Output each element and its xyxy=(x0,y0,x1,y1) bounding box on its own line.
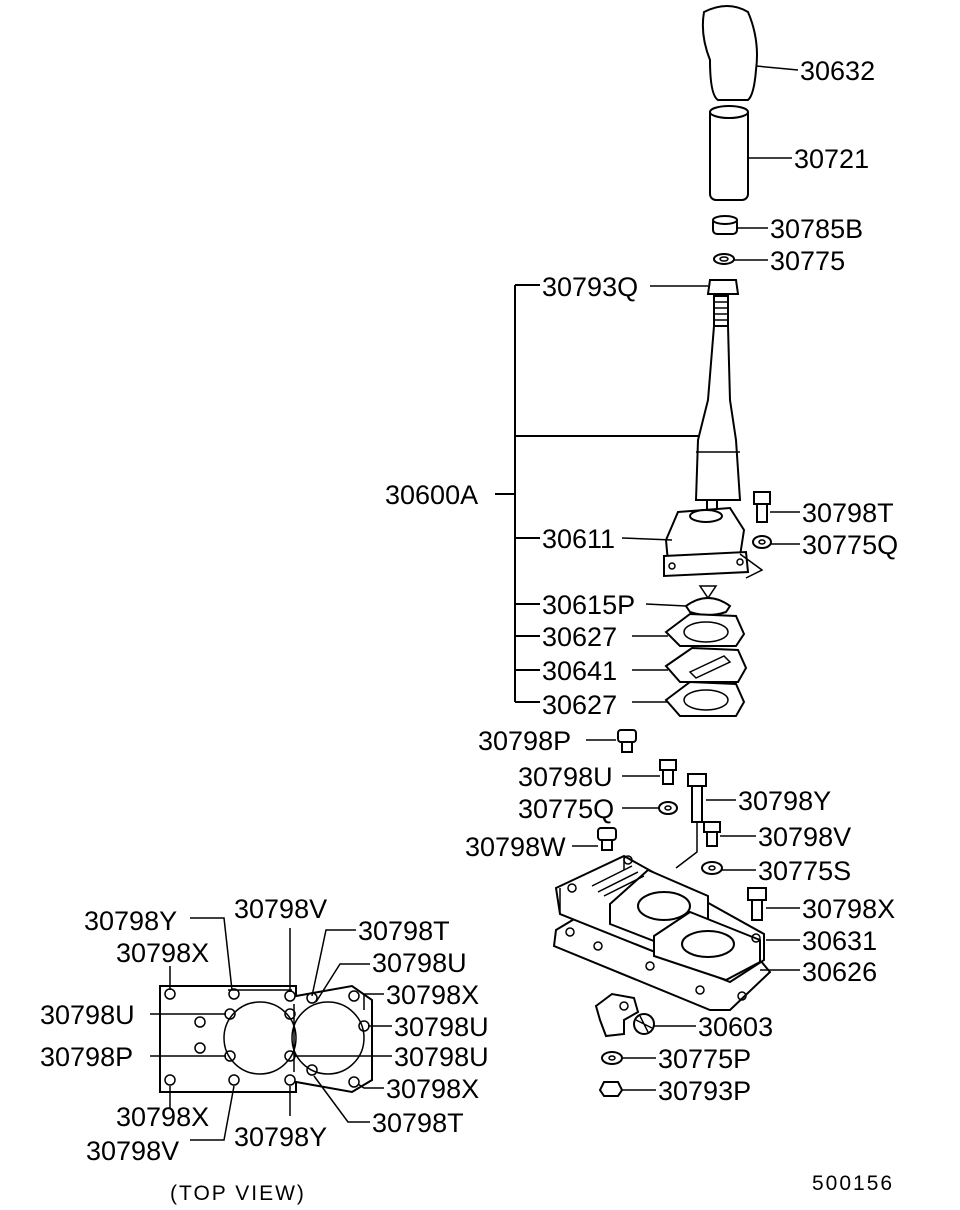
topview-label-y-top: 30798Y xyxy=(84,906,177,936)
label-30798P: 30798P xyxy=(478,726,571,756)
topview-label-x-right-top: 30798X xyxy=(386,980,479,1010)
washer-30775Q-lower xyxy=(622,801,678,815)
diagram-code: 500156 xyxy=(812,1172,894,1195)
top-view-caption: (TOP VIEW) xyxy=(170,1182,306,1205)
bolt-30798W xyxy=(572,827,617,851)
bolt-30798Y xyxy=(675,773,736,869)
topview-label-t-bot: 30798T xyxy=(372,1108,464,1138)
washer-30775S xyxy=(701,861,756,875)
label-30793Q: 30793Q xyxy=(542,272,638,302)
label-30627-lower: 30627 xyxy=(542,690,617,720)
label-30627-upper: 30627 xyxy=(542,622,617,652)
topview-label-x-right-bot: 30798X xyxy=(386,1074,479,1104)
lever-housing-part xyxy=(621,506,764,579)
bracket-30603 xyxy=(594,992,696,1038)
topview-label-x-bot-left: 30798X xyxy=(116,1102,209,1132)
label-30775Q-lower: 30775Q xyxy=(518,794,614,824)
washer-30775P xyxy=(601,1051,656,1065)
label-30798W: 30798W xyxy=(465,832,566,862)
label-30721: 30721 xyxy=(794,144,869,174)
top-view-plate xyxy=(159,984,373,1094)
label-30631: 30631 xyxy=(802,926,877,956)
label-30775S: 30775S xyxy=(758,856,851,886)
top-view-leaders xyxy=(150,917,392,1141)
topview-label-p-left: 30798P xyxy=(40,1042,133,1072)
label-30641: 30641 xyxy=(542,656,617,686)
bolt-30798P xyxy=(586,729,637,753)
topview-label-u-right-top: 30798U xyxy=(372,948,467,978)
topview-label-t-top: 30798T xyxy=(358,916,450,946)
bushing-part xyxy=(712,215,768,235)
label-30603: 30603 xyxy=(698,1012,773,1042)
bolt-30798V xyxy=(703,821,756,847)
label-30798T-upper: 30798T xyxy=(802,498,894,528)
label-30615P: 30615P xyxy=(542,590,635,620)
label-30798Y: 30798Y xyxy=(738,786,831,816)
label-30793P: 30793P xyxy=(658,1076,751,1106)
shift-lever-part xyxy=(694,279,742,513)
knob-sleeve-part xyxy=(709,105,792,201)
label-30775P: 30775P xyxy=(658,1044,751,1074)
bolt-30798X xyxy=(747,887,800,921)
label-30798X: 30798X xyxy=(802,894,895,924)
label-30775: 30775 xyxy=(770,246,845,276)
gasket-30627-lower xyxy=(632,680,746,717)
label-30600A: 30600A xyxy=(385,480,478,510)
label-30785B: 30785B xyxy=(770,214,863,244)
label-30632: 30632 xyxy=(800,56,875,86)
assembly-bracket xyxy=(495,284,708,703)
washer-part xyxy=(713,253,768,265)
gasket-30627-upper xyxy=(632,612,746,647)
label-30798U: 30798U xyxy=(518,762,613,792)
plate-30641 xyxy=(632,646,748,683)
topview-label-u-left: 30798U xyxy=(40,1000,135,1030)
bolt-30798T-upper xyxy=(753,491,800,523)
bolt-30798U xyxy=(622,759,677,785)
shift-case-cover xyxy=(552,854,800,1011)
topview-label-y-bot: 30798Y xyxy=(234,1122,327,1152)
washer-30775Q-upper xyxy=(752,535,800,549)
nut-30793P xyxy=(598,1081,656,1097)
label-30626: 30626 xyxy=(802,957,877,987)
topview-label-x-left: 30798X xyxy=(116,938,209,968)
seal-30615P xyxy=(645,585,732,616)
topview-label-v-top: 30798V xyxy=(234,894,327,924)
topview-label-u-right-low: 30798U xyxy=(394,1042,489,1072)
label-30798V: 30798V xyxy=(758,822,851,852)
topview-label-v-bot: 30798V xyxy=(86,1136,179,1166)
topview-label-u-right-mid: 30798U xyxy=(394,1012,489,1042)
label-30611: 30611 xyxy=(542,524,615,554)
label-30775Q-upper: 30775Q xyxy=(802,530,898,560)
shift-knob-part xyxy=(701,5,799,101)
